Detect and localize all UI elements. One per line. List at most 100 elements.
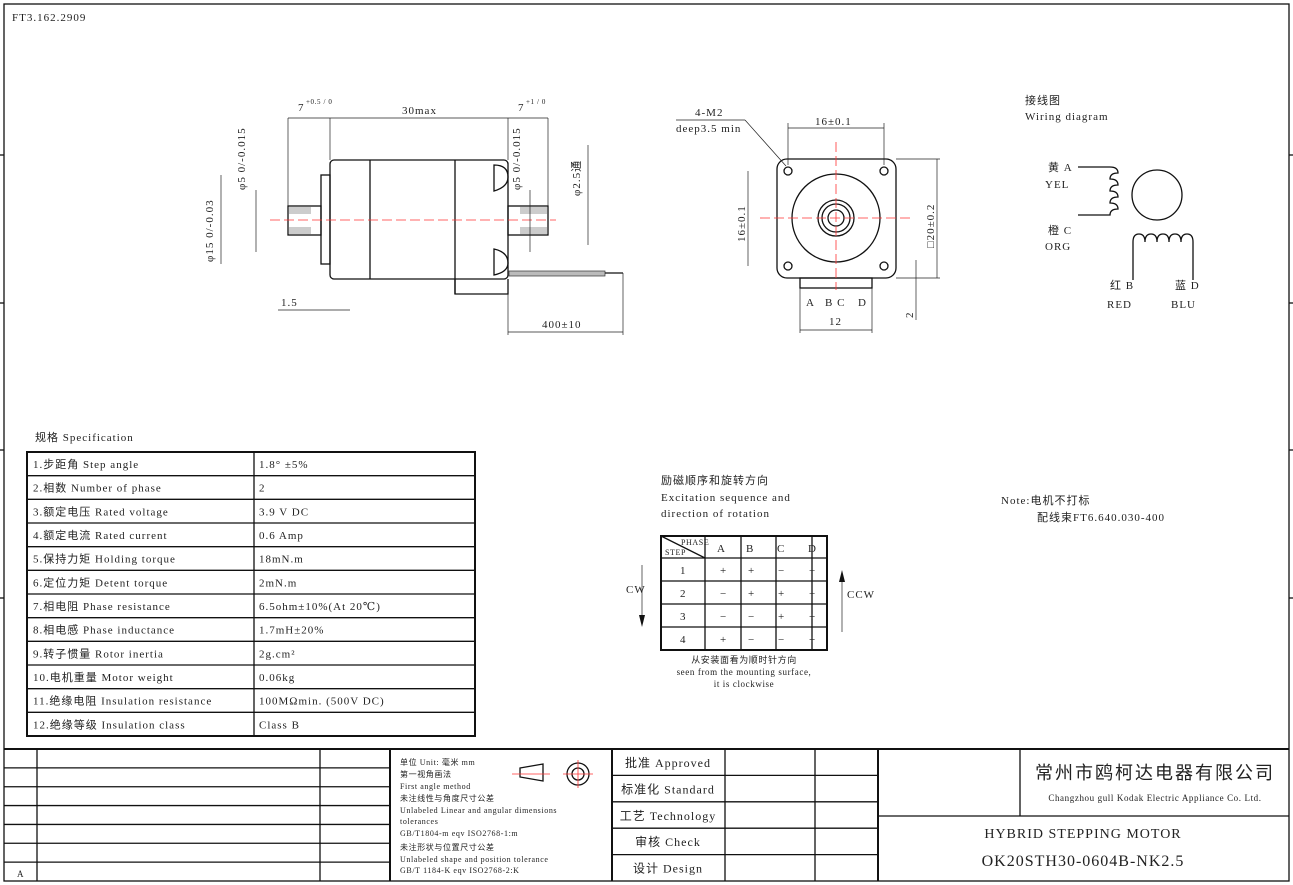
dim-connector-width: 12 [829, 316, 842, 328]
excitation-cell: − [720, 588, 727, 600]
phase-header: C [777, 543, 785, 555]
spec-label: 9.转子惯量 Rotor inertia [33, 646, 164, 660]
excitation-sequence: 励磁顺序和旋转方向 Excitation sequence and direct… [626, 473, 875, 689]
step-number: 1 [680, 565, 687, 577]
signature-label: 设计 Design [633, 862, 703, 876]
dim-hole-spacing-vertical: 16±0.1 [736, 205, 748, 242]
spec-value: 6.5ohm±10%(At 20℃) [259, 601, 381, 613]
spec-label: 8.相电感 Phase inductance [33, 624, 175, 637]
spec-label: 1.步距角 Step angle [33, 458, 139, 471]
spec-value: 1.8° ±5% [259, 459, 309, 471]
spec-title: 规格 Specification [35, 430, 134, 444]
step-number: 3 [680, 611, 687, 623]
excitation-cell: − [778, 634, 785, 646]
wire-yel-cn: 黄 A [1048, 160, 1073, 174]
signature-label: 审核 Check [635, 834, 701, 849]
phase-header: D [808, 543, 817, 555]
title-block: A 单位 Unit: 毫米 mm 第一视角画法 First angle method… [4, 748, 1289, 881]
coil-bd [1132, 233, 1194, 280]
dim-left-shaft: 7 [298, 102, 305, 114]
motor-body [329, 159, 509, 280]
spec-label: 2.相数 Number of phase [33, 482, 162, 495]
note-line-2: 配线束FT6.640.030-400 [1037, 510, 1165, 524]
rotor-symbol [1131, 169, 1183, 221]
dim-hole: φ2.5通 [570, 160, 583, 196]
product-name: HYBRID STEPPING MOTOR [984, 827, 1181, 842]
dim-flange: 1.5 [281, 297, 298, 309]
spec-label: 3.额定电压 Rated voltage [33, 504, 169, 518]
drawing-note: First angle method [400, 782, 471, 791]
dim-right-shaft: 7 [518, 102, 525, 114]
spec-table: 规格 Specification 1.步距角 Step angle 1.8° ±5… [26, 430, 476, 737]
rotation-note-en-1: seen from the mounting surface, [677, 667, 812, 677]
pin-label-bc: B C [825, 297, 845, 309]
drawing-note: 单位 Unit: 毫米 mm [400, 757, 475, 767]
excitation-cell: − [748, 611, 755, 623]
wiring-diagram: 接线图 Wiring diagram 黄 A YEL 橙 C ORG 红 B R… [1025, 93, 1200, 311]
drawing-note: GB/T 1184-K eqv ISO2768-2:K [400, 866, 520, 875]
phase-header: A [717, 543, 726, 555]
excitation-cell: + [720, 565, 727, 577]
spec-label: 5.保持力矩 Holding torque [33, 552, 176, 566]
excitation-cell: − [748, 634, 755, 646]
excitation-cell: + [809, 634, 816, 646]
spec-label: 6.定位力矩 Detent torque [33, 575, 168, 589]
excitation-cell: + [748, 565, 755, 577]
company-name-cn: 常州市鸥柯达电器有限公司 [1035, 763, 1275, 783]
phase-header: B [746, 543, 754, 555]
spec-label: 4.额定电流 Rated current [33, 528, 168, 542]
spec-value: 2mN.m [259, 577, 297, 589]
ccw-label: CCW [847, 589, 875, 601]
front-view: 4-M2 deep3.5 min 16±0.1 16±0.1 □20±0.2 A… [676, 107, 940, 333]
spec-label: 11.绝缘电阻 Insulation resistance [33, 694, 212, 708]
dim-square: □20±0.2 [925, 204, 937, 248]
excitation-cell: + [720, 634, 727, 646]
signature-label: 批准 Approved [625, 755, 711, 770]
spec-value: 18mN.m [259, 554, 304, 566]
drawing-note: Unlabeled shape and position tolerance [400, 855, 549, 864]
excitation-cell: − [720, 611, 727, 623]
excitation-cell: + [748, 588, 755, 600]
spec-value: 2g.cm² [259, 648, 296, 660]
drawing-note: tolerances [400, 817, 438, 826]
wiring-title-cn: 接线图 [1025, 93, 1061, 107]
dim-connector-offset: 2 [904, 312, 916, 319]
spec-value: 100MΩmin. (500V DC) [259, 696, 385, 708]
spec-value: 1.7mH±20% [259, 625, 324, 637]
spec-label: 12.绝缘等级 Insulation class [33, 717, 186, 731]
hole-note-thread: 4-M2 [695, 107, 723, 119]
revision-mark: A [17, 869, 24, 879]
pin-label-a: A [806, 297, 815, 309]
note-line-1: Note:电机不打标 [1001, 493, 1090, 507]
drawing-number: FT3.162.2909 [12, 12, 86, 24]
dim-boss-dia: φ15 0/-0.03 [204, 199, 216, 262]
pin-label-d: D [858, 297, 867, 309]
coil-ac [1078, 166, 1119, 216]
excitation-cell: − [809, 588, 816, 600]
drawing-note: 未注线性与角度尺寸公差 [400, 793, 495, 803]
wire-org-en: ORG [1045, 241, 1071, 253]
drawing-note: 第一视角画法 [400, 769, 452, 779]
spec-label: 7.相电阻 Phase resistance [33, 600, 171, 613]
left-shaft [287, 205, 322, 236]
wire-blu-cn: 蓝 D [1175, 279, 1200, 292]
drawing-note: Unlabeled Linear and angular dimensions [400, 806, 557, 815]
dim-body-length: 30max [402, 105, 437, 117]
drawing-note: 未注形状与位置尺寸公差 [400, 842, 495, 852]
excitation-cell: + [778, 611, 785, 623]
hole-note-depth: deep3.5 min [676, 123, 741, 135]
side-view: 7 +0.5 / 0 30max 7 +1 / 0 φ5 0/-0.015 φ1… [204, 98, 624, 335]
part-number: OK20STH30-0604B-NK2.5 [982, 853, 1185, 870]
cw-label: CW [626, 584, 646, 596]
excitation-title-en-2: direction of rotation [661, 508, 770, 520]
drawing-note: GB/T1804-m eqv ISO2768-1:m [400, 829, 518, 838]
rotation-note-en-2: it is clockwise [714, 679, 775, 689]
dim-shaft-dia-left: φ5 0/-0.015 [236, 127, 248, 190]
right-shaft [507, 205, 549, 236]
wire-red-en: RED [1107, 299, 1132, 311]
motor-face [776, 158, 897, 279]
header-step: STEP [665, 548, 686, 557]
front-boss [320, 174, 331, 265]
header-phase: PHASE [681, 538, 709, 547]
wire-org-cn: 橙 C [1048, 223, 1072, 237]
